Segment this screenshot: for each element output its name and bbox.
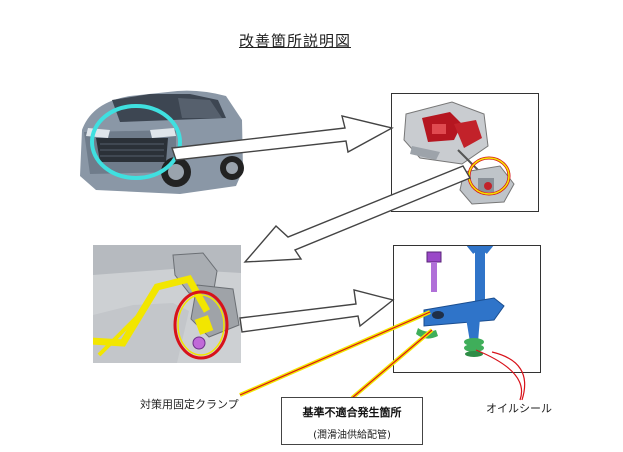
engine-block	[403, 101, 489, 171]
page-title: 改善箇所説明図	[238, 32, 351, 50]
vehicle-body	[80, 90, 244, 194]
engine-diagram-panel	[391, 93, 539, 212]
closeup-photo-panel	[93, 245, 241, 363]
label-oil-seal: オイルシール	[486, 402, 552, 415]
highlight-ring-red-closeup	[173, 290, 229, 360]
label-defect-sub: (潤滑油供給配管)	[313, 430, 391, 441]
label-defect-main: 基準不適合発生箇所	[302, 406, 402, 419]
oil-seal-green	[464, 338, 484, 357]
bolt-purple	[426, 251, 442, 292]
arrow-car-to-engine	[171, 115, 394, 161]
label-clamp: 対策用固定クランプ	[140, 398, 239, 411]
parts-diagram-panel	[393, 245, 541, 373]
defect-location-box: 基準不適合発生箇所 (潤滑油供給配管)	[281, 397, 423, 445]
arrow-closeup-to-parts	[239, 289, 395, 333]
highlight-ring-cyan	[90, 104, 182, 180]
